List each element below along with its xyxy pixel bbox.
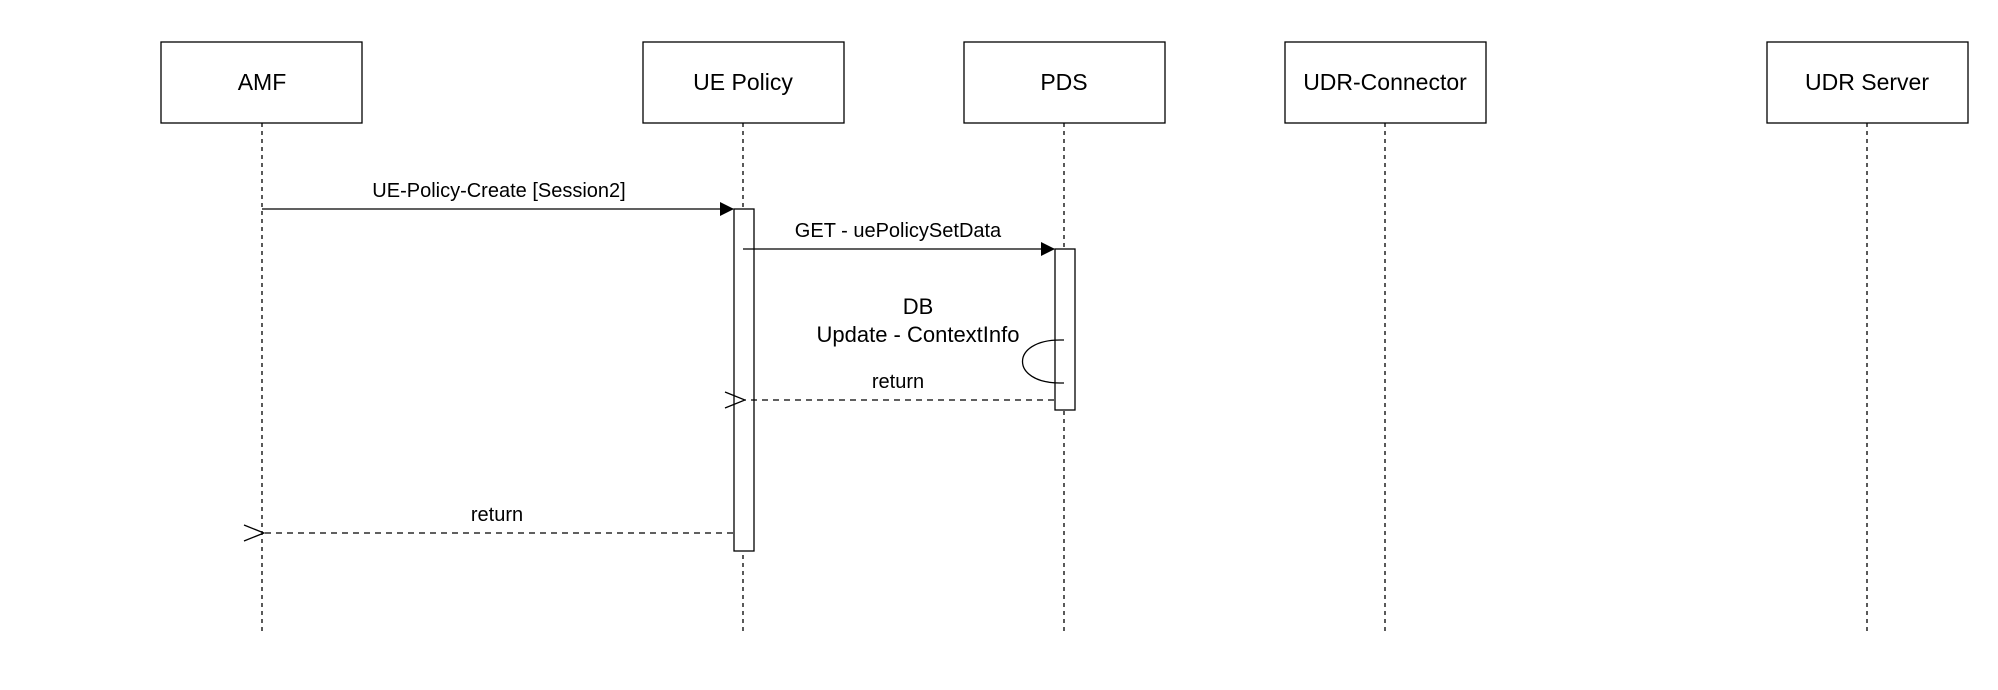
participant-ue-policy-label: UE Policy [693, 69, 793, 95]
message-pds-return-label: return [872, 371, 924, 393]
message-ue-policy-return-label: return [471, 504, 523, 526]
participant-pds: PDS [963, 41, 1166, 124]
participant-amf: AMF [160, 41, 363, 124]
participant-udr-connector-label: UDR-Connector [1303, 69, 1467, 95]
self-call-db-update: DB Update - ContextInfo [816, 294, 1064, 384]
participant-ue-policy: UE Policy [642, 41, 845, 124]
activation-ue-policy [733, 208, 755, 552]
message-ue-policy-create: UE-Policy-Create [Session2] [262, 180, 734, 216]
message-pds-return: return [745, 371, 1054, 400]
participant-udr-server-label: UDR Server [1805, 69, 1929, 95]
message-ue-policy-return: return [264, 504, 733, 533]
self-call-line2: Update - ContextInfo [816, 322, 1019, 347]
participant-udr-server: UDR Server [1766, 41, 1969, 124]
message-ue-policy-create-label: UE-Policy-Create [Session2] [372, 180, 625, 202]
participant-pds-label: PDS [1040, 69, 1087, 95]
message-get-ue-policy-set-data: GET - uePolicySetData [743, 220, 1055, 256]
activation-pds [1054, 248, 1076, 411]
participant-amf-label: AMF [238, 69, 287, 95]
message-get-ue-policy-set-data-label: GET - uePolicySetData [795, 220, 1002, 242]
participant-udr-connector: UDR-Connector [1284, 41, 1487, 124]
self-call-line1: DB [903, 294, 934, 319]
